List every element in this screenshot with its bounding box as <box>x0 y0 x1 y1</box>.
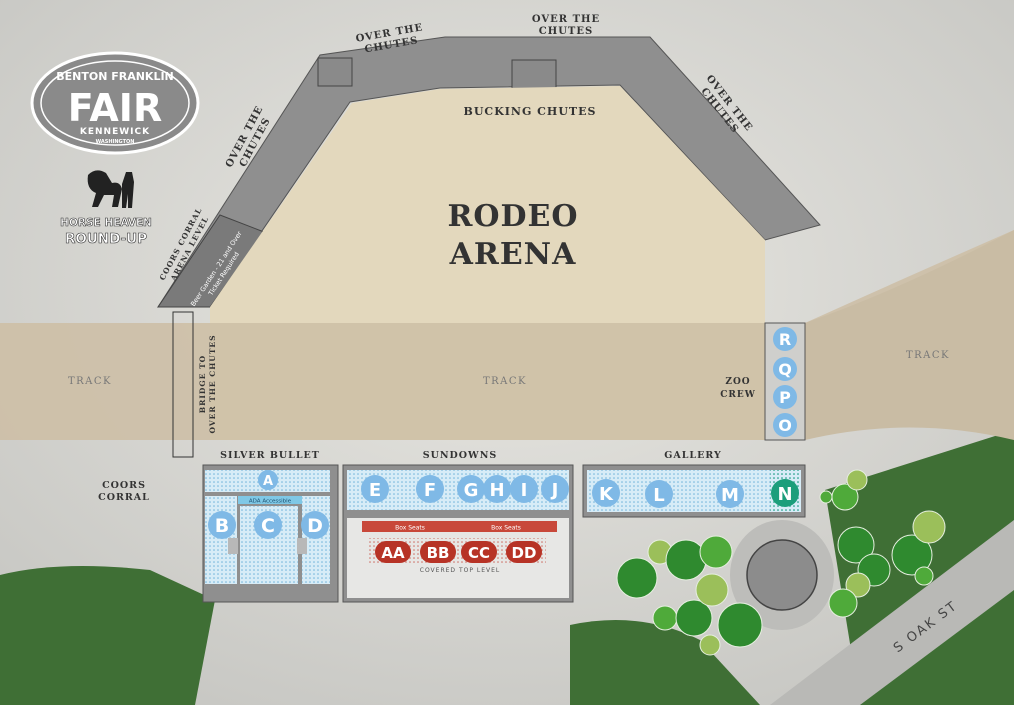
covered-top-label: COVERED TOP LEVEL <box>420 567 500 574</box>
track-label-west: TRACK <box>68 376 112 387</box>
box-seats-label-left: Box Seats <box>395 525 425 532</box>
oak-street <box>770 520 1014 705</box>
section-aa[interactable]: AA <box>375 541 411 563</box>
section-k[interactable]: K <box>592 479 620 507</box>
chute-box-left <box>317 57 353 87</box>
sundowns-label: SUNDOWNS <box>423 450 498 461</box>
section-k-label: K <box>599 484 614 505</box>
section-l[interactable]: L <box>645 480 673 508</box>
section-j-label: J <box>550 480 559 501</box>
section-bb-label: BB <box>427 544 450 562</box>
section-f[interactable]: F <box>416 475 444 503</box>
section-p[interactable]: P <box>773 385 797 409</box>
ada-label: ADA Accessible <box>249 499 292 505</box>
section-g[interactable]: G <box>457 475 485 503</box>
bridge <box>172 311 194 458</box>
fair-logo: BENTON FRANKLIN FAIR KENNEWICK WASHINGTO… <box>30 51 200 155</box>
section-a-label: A <box>263 474 273 489</box>
logo-line3: WASHINGTON <box>96 139 135 145</box>
stair-right <box>297 538 307 554</box>
section-cc-label: CC <box>468 544 490 562</box>
trees <box>616 469 946 656</box>
roundup-line1: HORSE HEAVEN <box>60 217 152 229</box>
section-l-label: L <box>653 485 664 506</box>
coors-corral-line2: CORRAL <box>98 492 150 503</box>
roundup-logo: HORSE HEAVEN ROUND-UP <box>60 170 152 247</box>
section-m-label: M <box>721 485 739 506</box>
box-seats-bar <box>362 521 557 532</box>
track-curve <box>805 230 1014 440</box>
grass-left <box>0 566 215 705</box>
box-seats-label-right: Box Seats <box>491 525 521 532</box>
track-label-center: TRACK <box>483 376 527 387</box>
section-c[interactable]: C <box>254 511 282 539</box>
section-cc[interactable]: CC <box>461 541 497 563</box>
bronco-rider-icon <box>87 170 122 207</box>
section-j[interactable]: J <box>541 475 569 503</box>
section-q-label: Q <box>778 360 792 379</box>
section-n-label: N <box>777 484 792 505</box>
section-o-label: O <box>778 416 792 435</box>
section-b-label: B <box>215 515 229 537</box>
logo-big: FAIR <box>68 86 162 130</box>
arena-title-line2: ARENA <box>449 237 577 272</box>
silver-bullet-label: SILVER BULLET <box>220 450 320 461</box>
section-r[interactable]: R <box>773 327 797 351</box>
section-n[interactable]: N <box>771 479 799 507</box>
grass-bottom <box>570 620 760 705</box>
cowboy-icon <box>122 172 134 208</box>
section-aa-label: AA <box>381 544 405 562</box>
section-bb[interactable]: BB <box>420 541 456 563</box>
section-d[interactable]: D <box>301 511 329 539</box>
arena-track-overlay <box>210 323 765 440</box>
section-c-label: C <box>261 515 275 537</box>
section-h-label: H <box>489 480 504 501</box>
section-b[interactable]: B <box>208 511 236 539</box>
section-q[interactable]: Q <box>773 357 797 381</box>
section-i-label: I <box>521 480 528 501</box>
section-h[interactable]: H <box>483 475 511 503</box>
section-m[interactable]: M <box>716 480 744 508</box>
section-a[interactable]: A <box>258 470 278 490</box>
zoo-crew-line2: CREW <box>720 390 756 400</box>
logo-line2: KENNEWICK <box>80 127 150 137</box>
section-i[interactable]: I <box>510 475 538 503</box>
arena-title-line1: RODEO <box>447 199 578 234</box>
over-chutes-top-line2: CHUTES <box>539 26 593 37</box>
section-e[interactable]: E <box>361 475 389 503</box>
section-d-label: D <box>307 515 323 537</box>
section-e-label: E <box>369 480 381 501</box>
bridge-label-line2: OVER THE CHUTES <box>208 334 217 433</box>
fountain <box>746 539 818 611</box>
coors-corral-line1: COORS <box>102 480 146 491</box>
section-dd[interactable]: DD <box>506 541 542 563</box>
seat-dots-gallery <box>587 470 801 512</box>
stair-left <box>228 538 238 554</box>
section-p-label: P <box>779 388 791 407</box>
section-r-label: R <box>779 330 791 349</box>
section-g-label: G <box>464 480 479 501</box>
section-markers: A B C D E F G H I J K L M N R Q P O AA B… <box>208 327 799 563</box>
gallery-label: GALLERY <box>664 450 721 461</box>
zoo-crew-line1: ZOO <box>725 377 750 387</box>
bridge-label-line1: BRIDGE TO <box>198 355 207 413</box>
section-o[interactable]: O <box>773 413 797 437</box>
track-label-east: TRACK <box>906 350 950 361</box>
roundup-line2: ROUND-UP <box>65 231 147 247</box>
ada-bar <box>238 496 302 504</box>
bucking-chutes-label: BUCKING CHUTES <box>464 105 597 118</box>
over-chutes-top-line1: OVER THE <box>532 14 600 25</box>
section-dd-label: DD <box>512 544 537 562</box>
section-f-label: F <box>424 480 436 501</box>
logo-line1: BENTON FRANKLIN <box>56 70 174 83</box>
